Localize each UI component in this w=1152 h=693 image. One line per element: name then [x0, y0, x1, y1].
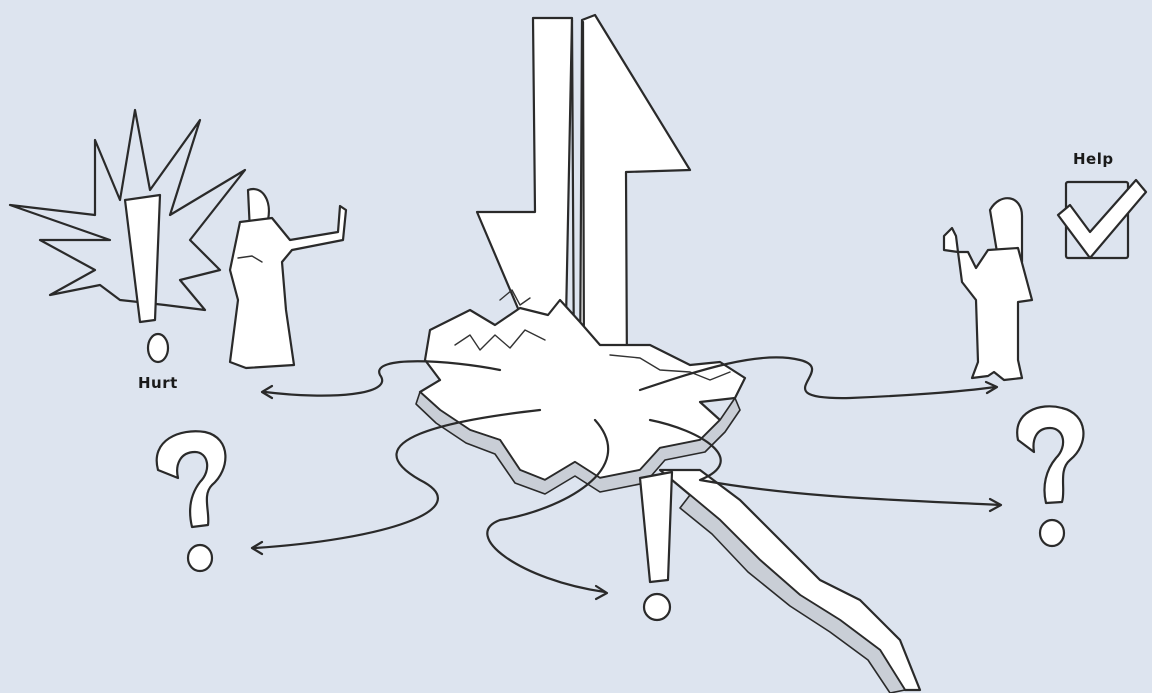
burst-icon	[8, 108, 247, 312]
flow-arrows	[250, 356, 1003, 601]
figure-pushing	[228, 187, 348, 370]
question-icon	[1016, 405, 1085, 548]
question-icon	[155, 430, 227, 573]
exclamation-icon	[123, 193, 170, 364]
figure-woman	[942, 197, 1034, 382]
hurt-label: Hurt	[138, 374, 178, 392]
exclamation-icon	[638, 470, 674, 622]
crack-icon	[415, 289, 922, 693]
checkbox-check-icon	[1056, 178, 1148, 260]
help-label: Help	[1073, 150, 1114, 168]
